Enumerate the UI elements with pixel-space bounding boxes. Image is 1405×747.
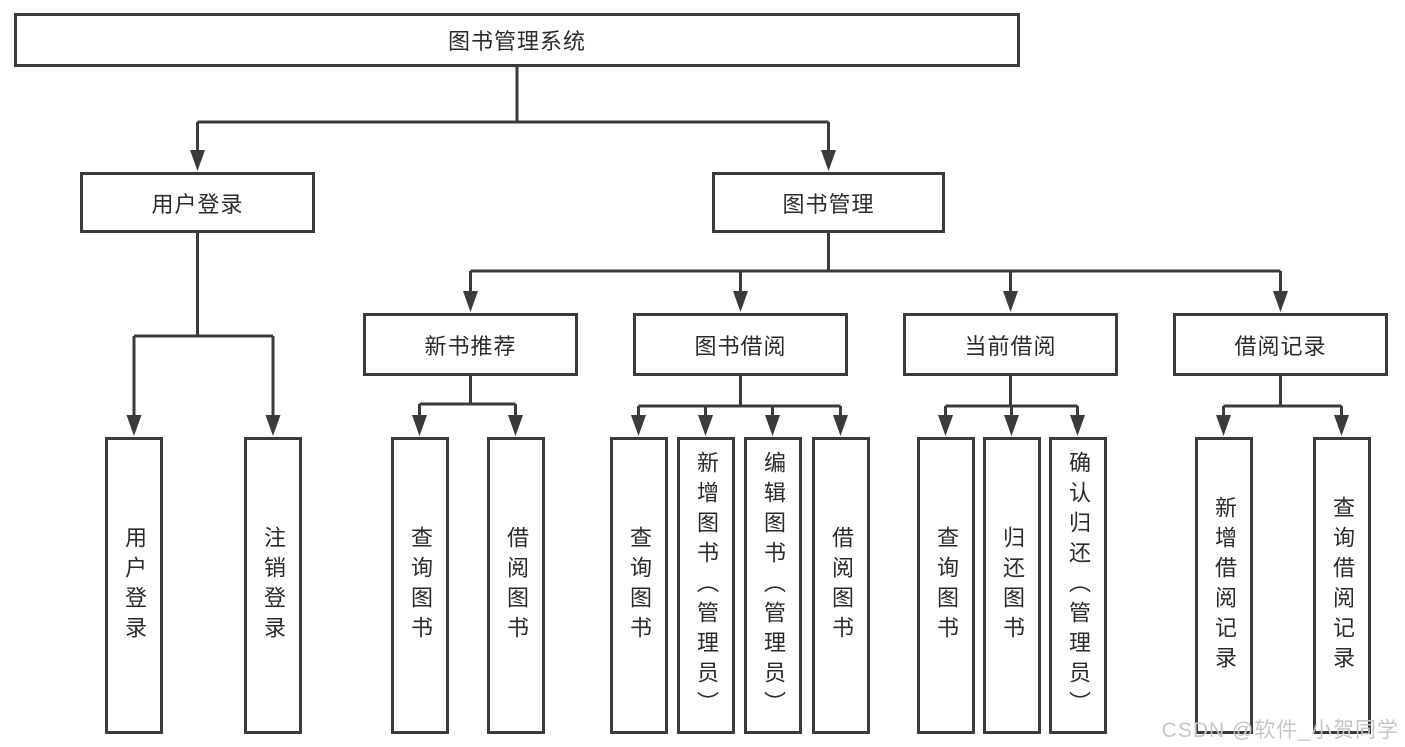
node-label: 新增图书（管理员） [694,450,719,721]
node-label: 当前借阅 [964,333,1057,359]
connector-current-borrowing-to-leaves [938,376,1085,436]
connector-arrowhead [938,415,1085,436]
connector-line [1222,376,1343,417]
node-leaf-login: 用户登录 [105,437,163,734]
connector-user-login-to-leaves [126,233,281,436]
node-label: 查询图书 [408,525,433,646]
connector-line [637,376,842,417]
node-label: 查询借阅记录 [1330,495,1355,676]
node-leaf-return-books: 归还图书 [983,437,1041,734]
node-leaf-borrow-books-2: 借阅图书 [812,437,870,734]
node-label: 用户登录 [151,191,244,217]
connector-arrowhead [126,415,281,436]
node-user-login: 用户登录 [80,172,315,233]
node-leaf-query-books-2: 查询图书 [610,437,668,734]
node-label: 图书借阅 [694,333,787,359]
connector-book-management-to-level3 [463,233,1288,312]
connector-new-book-recommend-to-leaves [412,376,523,436]
node-leaf-edit-books-admin: 编辑图书（管理员） [744,437,802,734]
node-leaf-confirm-return-admin: 确认归还（管理员） [1049,437,1107,734]
node-label: 查询图书 [627,525,652,646]
node-book-management: 图书管理 [712,172,945,233]
node-book-borrowing: 图书借阅 [633,313,848,376]
connector-line [944,376,1079,417]
node-new-book-recommend: 新书推荐 [363,313,578,376]
node-label: 用户登录 [122,525,147,646]
connector-root-to-level2 [190,67,836,171]
node-borrowing-records: 借阅记录 [1173,313,1388,376]
node-label: 图书管理系统 [447,29,586,54]
connector-line [132,233,275,417]
node-label: 借阅图书 [829,525,854,646]
node-label: 新增借阅记录 [1212,495,1237,676]
node-current-borrowing: 当前借阅 [903,313,1118,376]
node-leaf-borrow-books-1: 借阅图书 [487,437,545,734]
node-label: 借阅图书 [504,525,529,646]
node-label: 注销登录 [261,525,286,646]
node-leaf-query-books-1: 查询图书 [391,437,449,734]
connector-borrowing-records-to-leaves [1216,376,1349,436]
node-root: 图书管理系统 [14,13,1020,67]
node-leaf-query-books-3: 查询图书 [917,437,975,734]
connector-line [418,376,517,417]
node-label: 编辑图书（管理员） [761,450,786,721]
connector-arrowhead [190,150,836,171]
node-label: 查询图书 [934,525,959,646]
node-leaf-add-books-admin: 新增图书（管理员） [677,437,735,734]
node-leaf-logout: 注销登录 [244,437,302,734]
connector-arrowhead [631,415,848,436]
connector-arrowhead [1216,415,1349,436]
node-label: 归还图书 [1000,525,1025,646]
connector-book-borrowing-to-leaves [631,376,848,436]
csdn-watermark: CSDN @软件_小贺同学 [1161,719,1399,742]
node-label: 借阅记录 [1234,333,1327,359]
node-label: 图书管理 [782,191,875,217]
connector-arrowhead [412,415,523,436]
connector-line [196,67,830,152]
connector-line [469,233,1282,293]
node-leaf-add-borrow-record: 新增借阅记录 [1195,437,1253,734]
node-leaf-query-borrow-record: 查询借阅记录 [1313,437,1371,734]
node-label: 确认归还（管理员） [1066,450,1091,721]
node-label: 新书推荐 [424,333,517,359]
connector-arrowhead [463,291,1288,312]
